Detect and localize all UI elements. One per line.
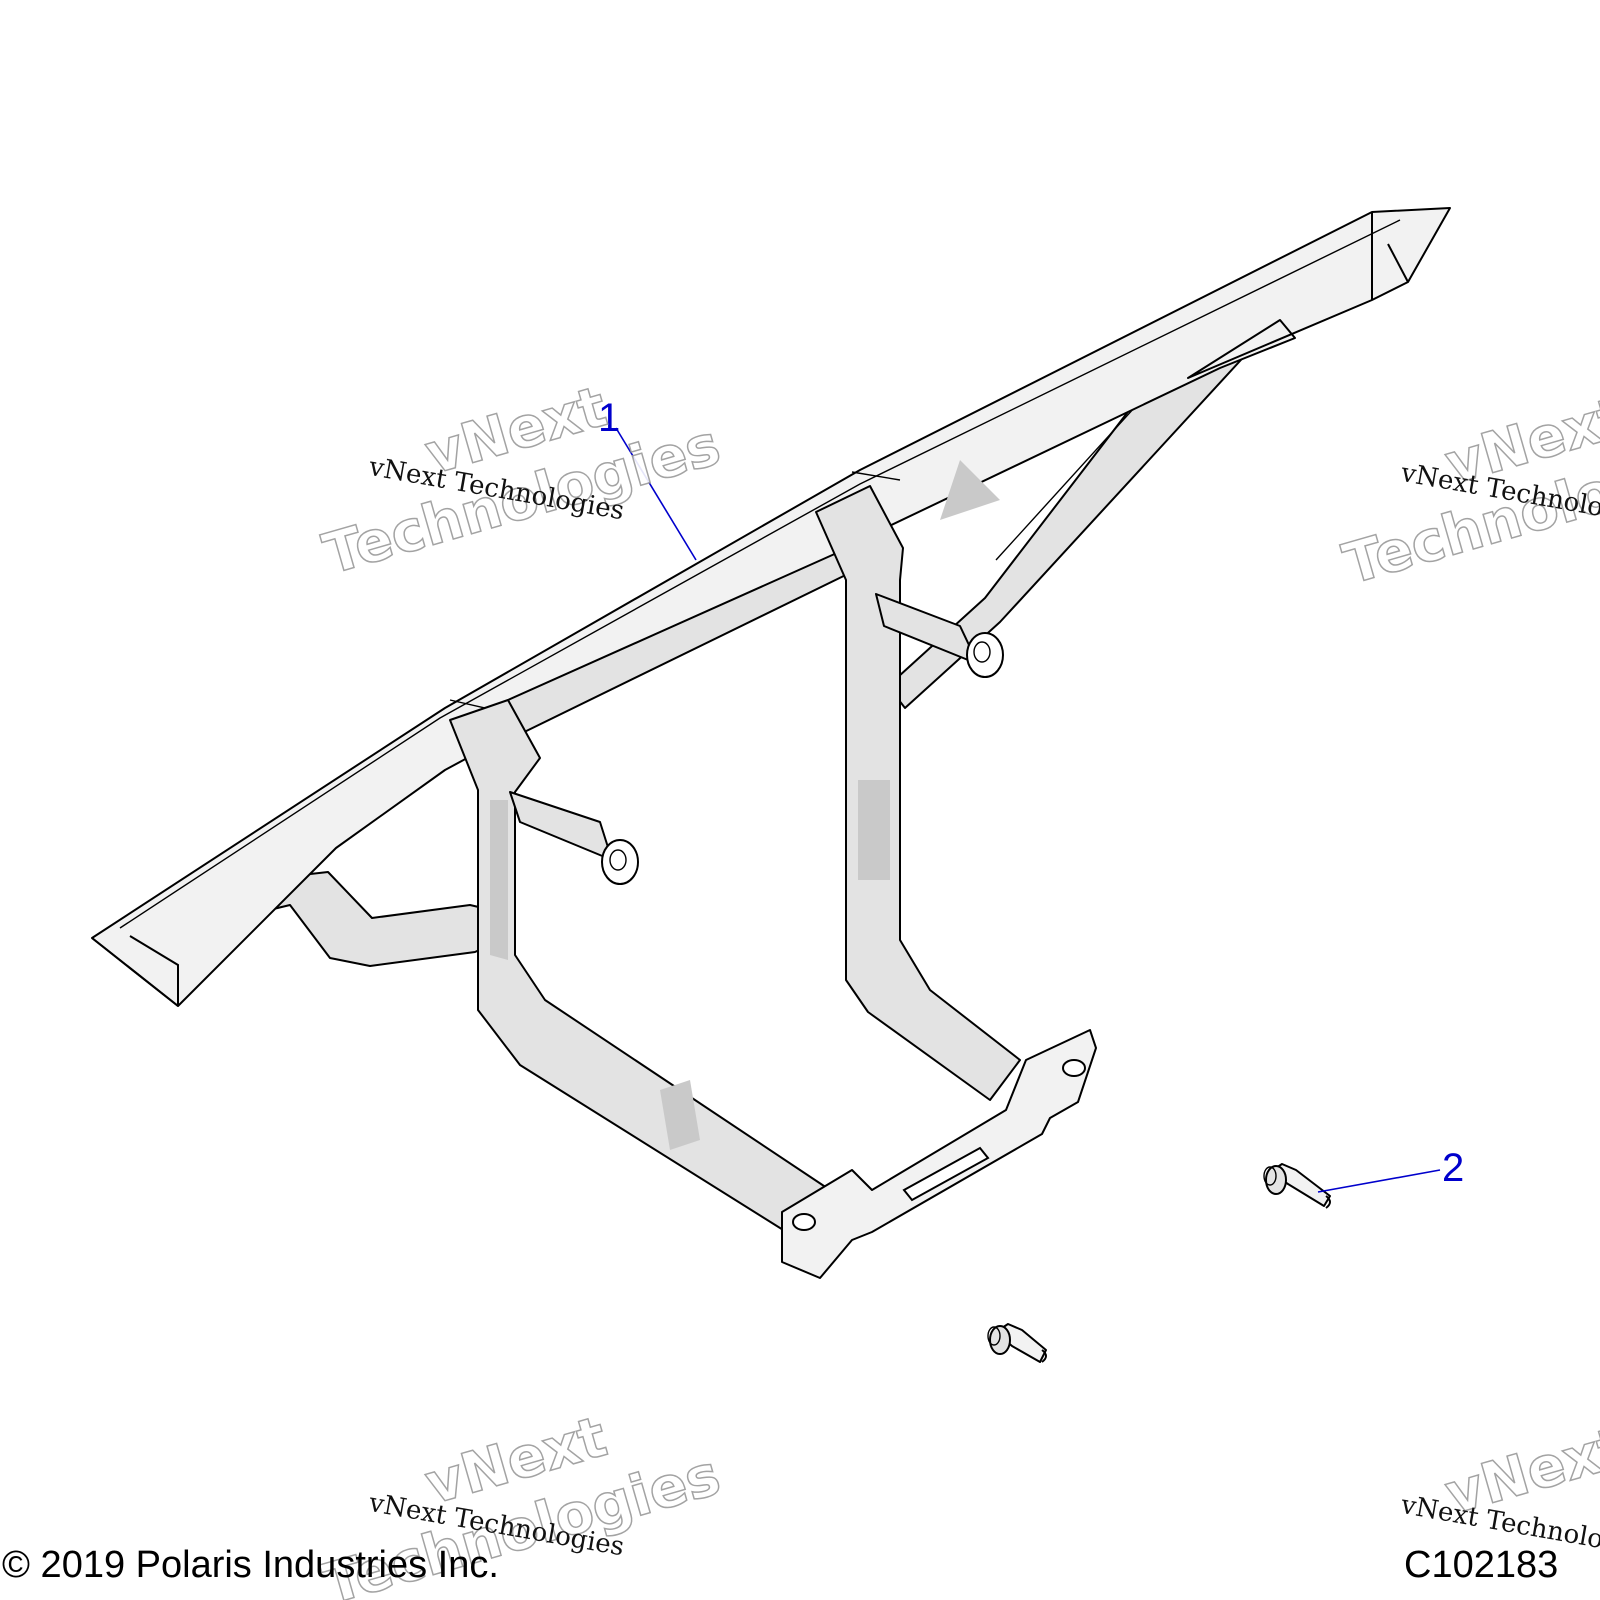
callout-number-1: 1 [598, 398, 620, 438]
copyright-notice: © 2019 Polaris Industries Inc. [2, 1544, 499, 1586]
right-mount-hole [966, 632, 1004, 678]
left-leg-tube [449, 699, 831, 1239]
left-mount-stub [509, 791, 613, 861]
callout-number-2: 2 [1442, 1148, 1464, 1188]
figure-id: C102183 [1404, 1544, 1559, 1586]
plate-hole-left [792, 1213, 816, 1231]
bumper-frame-icon [91, 207, 1451, 1279]
callout-2-label: 2 [1442, 1146, 1465, 1190]
bottom-mount-plate [781, 1029, 1097, 1279]
leader-line-2 [1317, 1169, 1441, 1193]
flange-bolt-icon [1263, 1163, 1331, 1209]
plate-slot [902, 1146, 990, 1202]
leader-line-1 [615, 427, 697, 561]
flange-bolt-icon-second [987, 1323, 1047, 1363]
left-mount-hole [601, 839, 639, 885]
top-channel-rail [91, 207, 1451, 1007]
callout-1-label: 1 [598, 396, 621, 440]
plate-hole-right [1062, 1059, 1086, 1077]
right-leg-tube [815, 485, 1021, 1101]
